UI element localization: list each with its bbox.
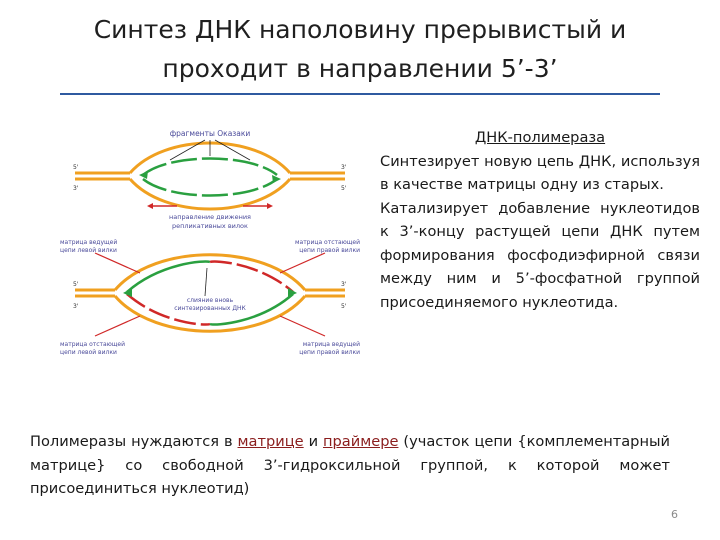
fork-direction-label-1: направление движения	[169, 213, 251, 221]
end-label: 5'	[341, 303, 347, 310]
right-bottom-label-1: матрица ведущей	[303, 341, 360, 348]
parent-strand-upper	[113, 253, 307, 291]
okazaki-strand-upper	[142, 157, 278, 176]
okazaki-pointer-1	[169, 139, 206, 161]
bottom-bubble: матрица ведущей цепи левой вилки матрица…	[60, 239, 360, 356]
parent-strand-lower	[128, 178, 292, 211]
left-bottom-label-1: матрица отстающей	[60, 341, 125, 348]
fork-direction-label-2: репликативных вилок	[172, 222, 248, 230]
page-number: 6	[671, 508, 678, 521]
pointer-arrow	[94, 315, 141, 337]
right-top-label-2: цепи правой вилки	[299, 247, 360, 254]
end-label: 5'	[73, 281, 79, 288]
arrowhead-right	[288, 288, 297, 297]
replication-fork-diagram: фрагменты Оказаки 5' 3' 3' 5' направлени…	[60, 129, 360, 356]
center-label-1: слияние вновь	[187, 297, 234, 304]
slide-title: Синтез ДНК наполовину прерывистый и прох…	[60, 10, 660, 88]
arrowhead-right	[267, 203, 273, 209]
bottom-paragraph: Полимеразы нуждаются в матрице и праймер…	[30, 430, 670, 501]
arrowhead-left	[123, 288, 132, 297]
bottom-text-part-2: и	[303, 433, 323, 450]
title-line-1: Синтез ДНК наполовину прерывистый и	[93, 15, 627, 44]
pointer-arrow	[94, 252, 141, 274]
side-paragraph-1: Синтезирует новую цепь ДНК, используя в …	[380, 152, 700, 194]
end-label: 5'	[73, 164, 79, 171]
title-line-2: проходит в направлении 5’-3’	[162, 54, 558, 83]
title-divider	[60, 93, 660, 95]
end-label: 3'	[341, 281, 347, 288]
arrowhead-right	[272, 175, 281, 183]
dna-polymerase-description: ДНК-полимераза Синтезирует новую цепь ДН…	[380, 126, 700, 314]
left-bottom-label-2: цепи левой вилки	[60, 349, 117, 356]
bottom-text-part-3: (участок цепи {комплементарный матрице} …	[30, 433, 670, 497]
lagging-strand-left	[126, 293, 211, 326]
top-bubble: фрагменты Оказаки 5' 3' 3' 5' направлени…	[73, 129, 347, 230]
link-primer[interactable]: праймере	[322, 433, 399, 450]
end-label: 5'	[341, 185, 347, 192]
okazaki-label: фрагменты Оказаки	[170, 129, 251, 138]
left-top-label-1: матрица ведущей	[60, 239, 117, 246]
side-heading: ДНК-полимераза	[474, 129, 606, 146]
side-paragraph-2: Катализирует добавление нуклеотидов к 3’…	[380, 199, 700, 311]
arrowhead-left	[147, 203, 153, 209]
okazaki-pointer-3	[214, 139, 251, 161]
center-label-2: синтезированных ДНК	[174, 305, 246, 312]
pointer-arrow	[279, 252, 326, 274]
end-label: 3'	[73, 185, 79, 192]
lagging-strand-right	[209, 260, 294, 293]
center-pointer	[204, 267, 208, 297]
okazaki-strand-lower	[142, 178, 278, 197]
right-bottom-label-2: цепи правой вилки	[299, 349, 360, 356]
link-matrix[interactable]: матрице	[237, 433, 304, 450]
parent-strand-lower	[113, 295, 307, 333]
end-label: 3'	[341, 164, 347, 171]
leading-strand-left	[126, 260, 211, 293]
arrowhead-left	[139, 171, 148, 179]
right-top-label-1: матрица отстающей	[295, 239, 360, 246]
left-top-label-2: цепи левой вилки	[60, 247, 117, 254]
end-label: 3'	[73, 303, 79, 310]
leading-strand-right	[209, 293, 294, 326]
bottom-text-part-1: Полимеразы нуждаются в	[30, 433, 238, 450]
pointer-arrow	[279, 315, 326, 337]
